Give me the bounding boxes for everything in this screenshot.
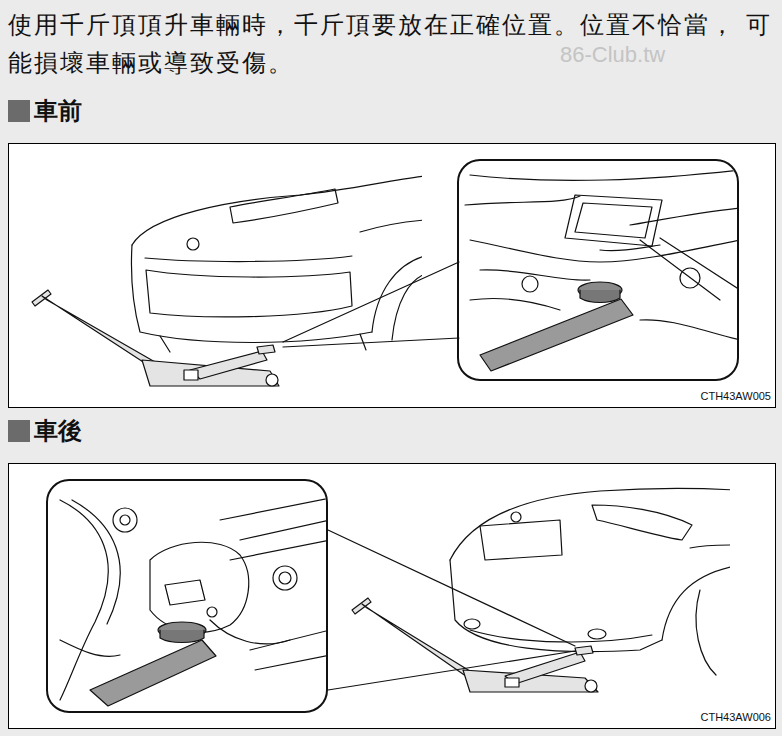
inset-detail	[480, 299, 633, 371]
leader-line	[283, 262, 459, 342]
floor-jack	[257, 345, 275, 354]
inset-detail	[113, 508, 137, 532]
leader-line	[283, 262, 459, 347]
figure-panel: 車前CTH43AW005	[8, 143, 776, 408]
inset-detail	[220, 498, 326, 520]
car-rear	[464, 619, 480, 629]
inset-detail	[230, 540, 326, 560]
section-heading: 車後	[8, 414, 82, 448]
car-front	[360, 220, 422, 232]
inset-detail	[640, 320, 737, 340]
inset-detail	[90, 640, 216, 706]
panel-ground	[8, 463, 776, 729]
floor-jack	[190, 351, 267, 379]
car-rear	[450, 560, 662, 652]
car-front	[146, 270, 352, 317]
floor-jack	[184, 370, 198, 380]
inset-detail	[522, 276, 538, 292]
panel-ground	[8, 143, 776, 729]
floor-jack	[575, 646, 593, 655]
figure-code: CTH43AW006	[700, 711, 771, 724]
inset-frame	[458, 160, 738, 380]
figure-code: CTH43AW005	[700, 390, 771, 403]
floor-jack	[352, 598, 371, 614]
floor-jack	[32, 290, 51, 306]
inset-detail	[470, 170, 737, 180]
inset-detail	[207, 607, 217, 617]
section-heading: 車前	[8, 94, 82, 128]
inset-detail	[279, 572, 291, 584]
car-rear	[592, 505, 692, 540]
car-front	[392, 274, 422, 340]
floor-jack	[585, 680, 597, 692]
heading-mark	[8, 100, 30, 122]
car-rear	[690, 545, 730, 548]
car-rear	[511, 512, 521, 522]
inset-detail	[470, 240, 737, 262]
inset-detail	[565, 195, 662, 246]
figure-panel: 車後CTH43AW006	[8, 463, 776, 729]
floor-jack	[505, 678, 519, 687]
inset-detail	[240, 520, 326, 540]
inset-detail	[465, 170, 737, 371]
inset-detail	[470, 298, 560, 310]
inset-detail	[120, 515, 130, 525]
leader-line	[328, 530, 575, 690]
car-front	[372, 256, 422, 332]
panel-ground	[8, 143, 776, 408]
car-front	[145, 256, 352, 262]
floor-jack	[32, 290, 279, 386]
inset-detail	[60, 498, 326, 706]
heading-mark	[8, 420, 30, 442]
inset-detail	[250, 630, 326, 670]
inset-detail	[575, 203, 652, 238]
watermark: 86-Club.tw	[560, 42, 665, 68]
inset-detail	[640, 238, 737, 300]
leader-line	[283, 338, 459, 347]
car-front	[132, 176, 422, 245]
floor-jack	[352, 598, 598, 692]
inset-detail	[150, 542, 249, 632]
leader-line	[328, 530, 575, 646]
car-rear	[480, 520, 562, 560]
car-rear	[588, 629, 606, 639]
car-rear	[450, 488, 730, 560]
inset-frame	[47, 480, 327, 712]
leader-line	[328, 651, 575, 690]
inset-detail	[60, 640, 120, 656]
inset-detail	[210, 620, 290, 644]
inset-detail	[480, 270, 590, 280]
inset-detail	[680, 268, 700, 288]
inset-detail	[630, 208, 737, 225]
floor-jack	[266, 374, 278, 386]
inset-detail	[600, 245, 660, 251]
note-text: 使用千斤頂頂升車輛時，千斤頂要放在正確位置。位置不恰當， 可能損壞車輛或導致受傷…	[8, 6, 780, 82]
car-front	[131, 245, 372, 343]
inset-detail	[465, 196, 580, 205]
section-title: 車前	[34, 96, 82, 126]
section-title: 車後	[34, 416, 82, 446]
car-rear	[450, 488, 730, 675]
car-front	[131, 176, 422, 352]
inset-detail	[273, 566, 297, 590]
inset-detail	[165, 580, 205, 605]
car-front	[230, 189, 338, 223]
car-rear	[470, 630, 652, 642]
inset-detail	[160, 630, 204, 643]
inset-detail	[60, 500, 108, 700]
car-front	[187, 238, 199, 250]
car-rear	[696, 590, 716, 675]
inset-detail	[580, 290, 620, 303]
